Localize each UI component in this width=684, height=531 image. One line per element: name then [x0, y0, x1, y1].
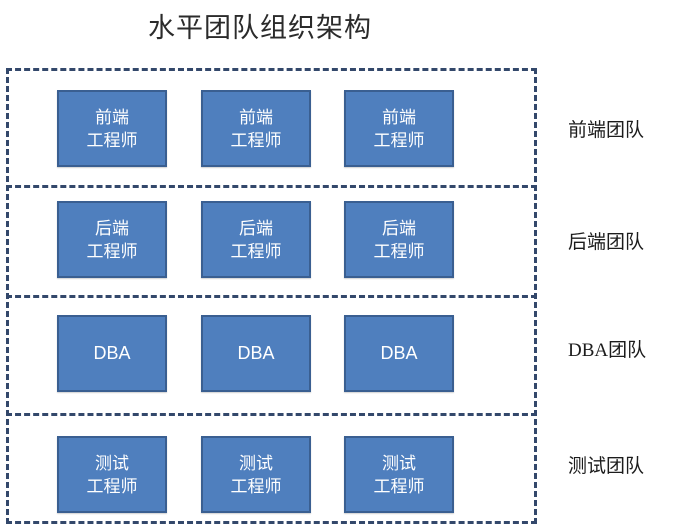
team-row-backend: 后端 工程师 后端 工程师 后端 工程师 [6, 185, 537, 295]
member-role-line1: 前端 [382, 107, 416, 127]
member-role-line1: 前端 [95, 107, 129, 127]
org-chart-frame: 前端 工程师 前端 工程师 前端 工程师 后端 工程师 后端 工程师 [6, 68, 537, 524]
member-role-line2: 工程师 [373, 241, 425, 261]
member-box[interactable]: 测试 工程师 [344, 436, 454, 513]
member-box[interactable]: 后端 工程师 [201, 201, 311, 278]
member-role-line1: 后端 [95, 218, 129, 238]
member-box[interactable]: 测试 工程师 [201, 436, 311, 513]
team-label-qa: 测试团队 [568, 456, 645, 477]
member-role-line2: 工程师 [230, 241, 282, 261]
member-box[interactable]: 后端 工程师 [344, 201, 454, 278]
team-row-frontend: 前端 工程师 前端 工程师 前端 工程师 [9, 71, 534, 185]
member-box[interactable]: 前端 工程师 [57, 90, 167, 167]
member-role-line1: 测试 [95, 453, 129, 473]
member-role-line1: 后端 [239, 218, 273, 238]
member-box[interactable]: 测试 工程师 [57, 436, 167, 513]
team-label-backend: 后端团队 [568, 232, 645, 253]
member-role-line1: 测试 [382, 453, 416, 473]
team-label-dba: DBA团队 [568, 340, 647, 361]
member-role-line1: DBA [380, 343, 418, 363]
member-role-line1: 前端 [239, 107, 273, 127]
team-row-backend-inner: 后端 工程师 后端 工程师 后端 工程师 [9, 185, 534, 295]
member-box[interactable]: DBA [344, 315, 454, 392]
member-role-line2: 工程师 [373, 130, 425, 150]
member-role-line1: DBA [237, 343, 275, 363]
page-title: 水平团队组织架构 [148, 13, 372, 43]
team-row-qa: 测试 工程师 测试 工程师 测试 工程师 [6, 413, 537, 527]
member-box[interactable]: DBA [57, 315, 167, 392]
member-role-line2: 工程师 [86, 241, 138, 261]
team-row-dba-inner: DBA DBA DBA [9, 295, 534, 413]
member-box[interactable]: 前端 工程师 [201, 90, 311, 167]
team-label-frontend: 前端团队 [568, 120, 645, 141]
member-box[interactable]: DBA [201, 315, 311, 392]
team-row-dba: DBA DBA DBA [6, 295, 537, 413]
member-role-line2: 工程师 [230, 476, 282, 496]
team-row-qa-inner: 测试 工程师 测试 工程师 测试 工程师 [9, 413, 534, 527]
member-role-line2: 工程师 [86, 130, 138, 150]
member-box[interactable]: 后端 工程师 [57, 201, 167, 278]
team-row-frontend-inner: 前端 工程师 前端 工程师 前端 工程师 [9, 71, 534, 185]
member-role-line2: 工程师 [86, 476, 138, 496]
member-role-line1: DBA [93, 343, 131, 363]
member-box[interactable]: 前端 工程师 [344, 90, 454, 167]
member-role-line1: 测试 [239, 453, 273, 473]
member-role-line1: 后端 [382, 218, 416, 238]
member-role-line2: 工程师 [373, 476, 425, 496]
member-role-line2: 工程师 [230, 130, 282, 150]
